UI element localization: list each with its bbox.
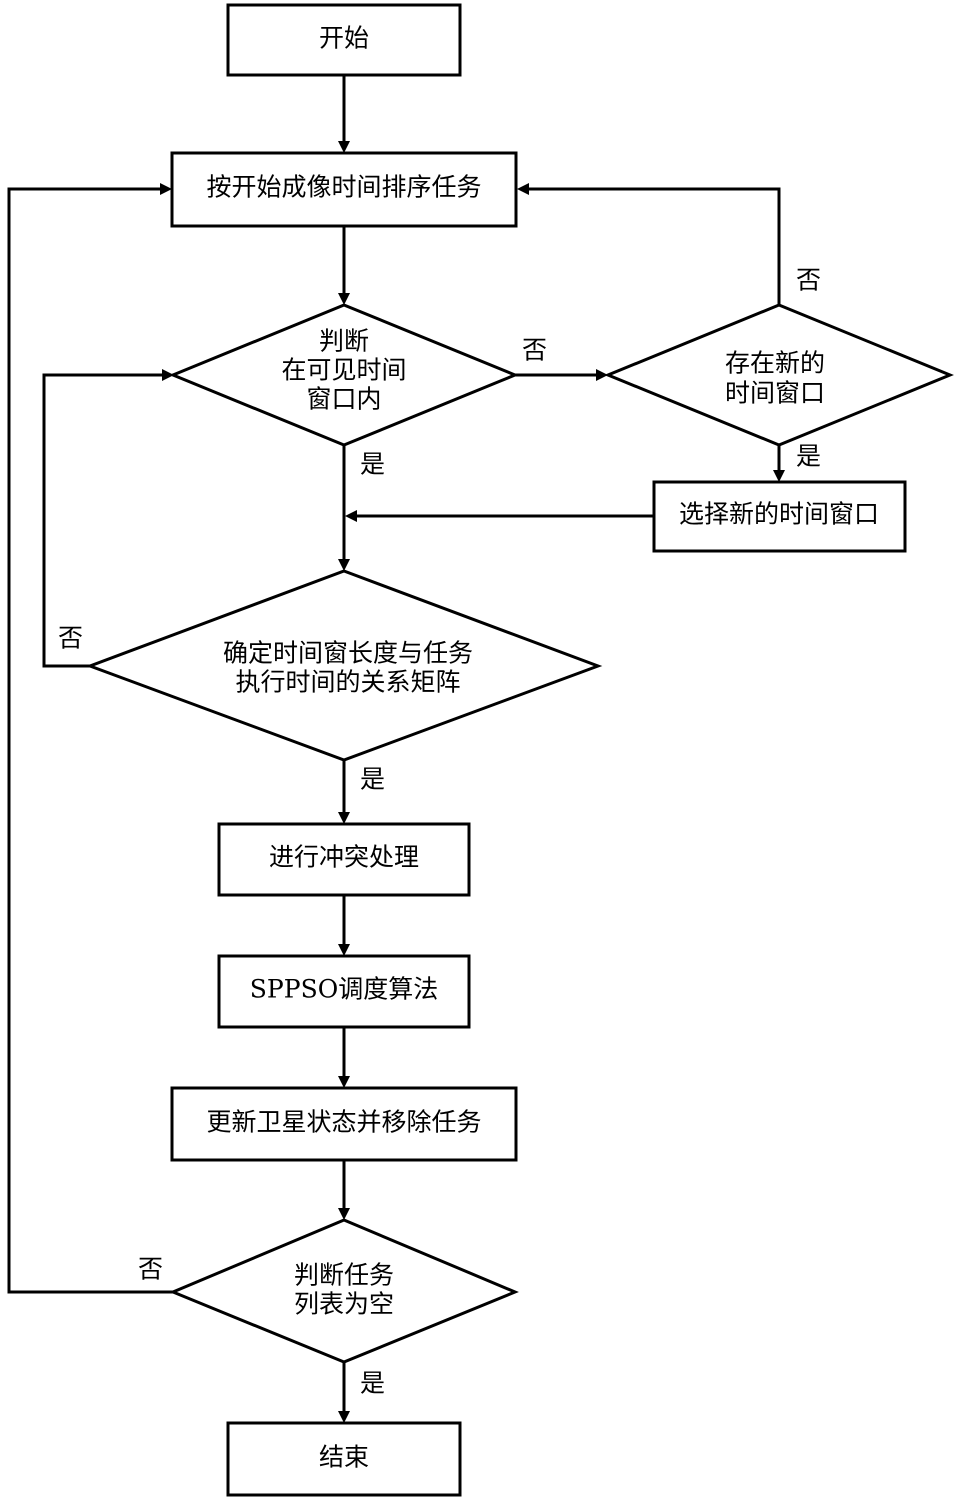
new-window-label-2: 时间窗口	[725, 379, 825, 408]
arrow-matrix-no-to-judge	[42, 369, 174, 668]
edge-label-no-judge: 否	[522, 336, 547, 365]
relation-matrix-label-1: 确定时间窗长度与任务	[223, 639, 473, 668]
relation-matrix-label-2: 执行时间的关系矩阵	[235, 668, 460, 697]
select-window-box	[652, 480, 907, 553]
judge-window-diamond	[169, 303, 519, 447]
edge-label-no-check: 否	[138, 1255, 163, 1284]
task-list-empty-label-2: 列表为空	[294, 1290, 394, 1319]
task-list-empty-label-1: 判断任务	[294, 1261, 394, 1290]
end-label: 结束	[319, 1443, 369, 1472]
edge-label-yes-new-window: 是	[796, 442, 821, 471]
relation-matrix-diamond	[85, 569, 603, 762]
sort-tasks-box	[170, 151, 518, 228]
judge-window-label-2: 在可见时间	[281, 356, 406, 385]
sppso-box	[217, 954, 471, 1029]
arrow-new-window-no-to-sort	[517, 183, 781, 305]
conflict-box	[217, 822, 471, 897]
judge-window-label-1: 判断	[319, 327, 369, 356]
start-label: 开始	[319, 24, 369, 53]
sort-tasks-label: 按开始成像时间排序任务	[206, 173, 481, 202]
update-box	[170, 1086, 518, 1162]
select-window-label: 选择新的时间窗口	[679, 500, 879, 529]
judge-window-label-3: 窗口内	[306, 385, 381, 414]
new-window-label-1: 存在新的	[725, 349, 825, 378]
new-window-diamond	[604, 303, 954, 447]
edge-label-yes-check: 是	[360, 1369, 385, 1398]
edge-label-yes-judge: 是	[360, 450, 385, 479]
arrow-check-no-to-sort	[7, 183, 173, 1294]
conflict-label: 进行冲突处理	[269, 843, 419, 872]
task-list-empty-diamond	[169, 1218, 519, 1364]
sppso-label: SPPSO调度算法	[250, 975, 438, 1004]
edge-label-no-new-window: 否	[796, 266, 821, 295]
edge-label-no-matrix: 否	[58, 624, 83, 653]
start-box	[226, 3, 462, 77]
edge-label-yes-matrix: 是	[360, 765, 385, 794]
end-box	[226, 1421, 462, 1497]
update-label: 更新卫星状态并移除任务	[206, 1108, 481, 1137]
